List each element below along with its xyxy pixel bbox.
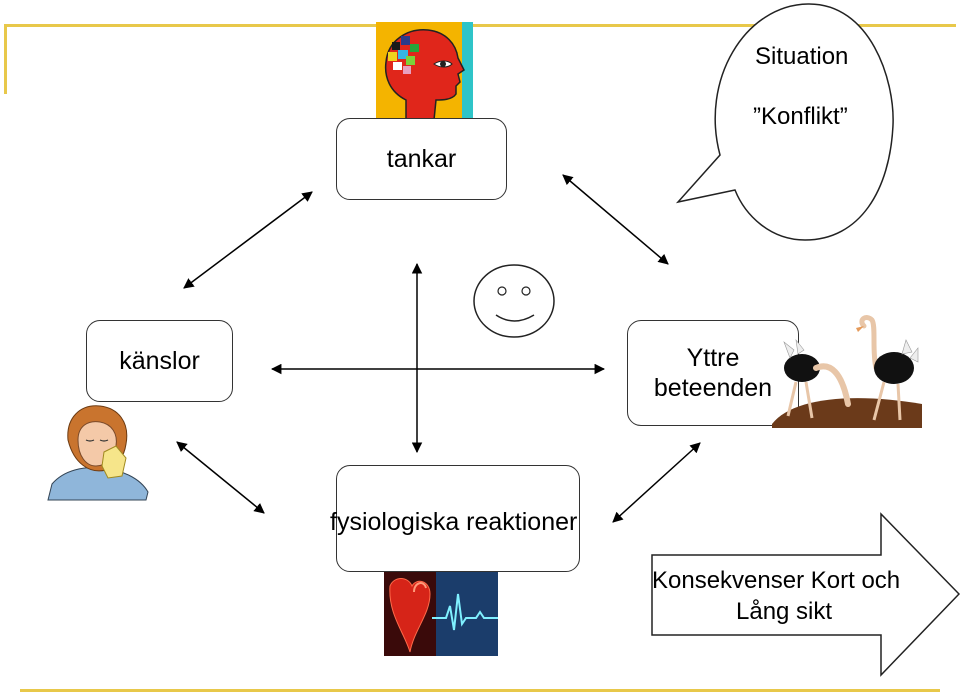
consequence-text-line2: Lång sikt	[736, 598, 833, 625]
speech-bubble-shape	[675, 3, 894, 241]
node-kanslor: känslor	[86, 320, 233, 402]
node-fysiologiska-label: fysiologiska reaktioner	[330, 508, 578, 536]
frame-top-line	[4, 24, 956, 27]
frame-bottom-line	[20, 689, 940, 692]
node-tankar: tankar	[336, 118, 507, 200]
crying-woman-icon	[47, 405, 149, 501]
bubble-situation-text: Situation	[755, 43, 849, 70]
consequence-arrow-shape	[651, 512, 960, 677]
arrow-yttre-fysiologiska	[612, 442, 701, 523]
node-yttre-label-line1: Yttre	[686, 344, 740, 372]
node-tankar-label: tankar	[386, 145, 457, 173]
node-yttre-label-line2: beteenden	[653, 374, 773, 402]
smiley-face-icon	[473, 264, 555, 338]
consequence-text-line1: Konsekvenser Kort och	[652, 567, 901, 594]
bubble-konflikt-text: ”Konflikt”	[753, 103, 848, 130]
frame-left-line	[4, 24, 7, 94]
arrow-kanslor-fysiologiska	[176, 441, 265, 514]
heart-ecg-icon	[384, 572, 498, 656]
head-puzzle-icon	[376, 22, 473, 120]
node-kanslor-label: känslor	[119, 347, 200, 375]
node-fysiologiska	[336, 465, 580, 572]
node-yttre-beteenden: Yttre beteenden	[627, 320, 799, 426]
arrow-tankar-yttre	[562, 174, 669, 265]
ostriches-icon	[772, 315, 922, 428]
arrow-tankar-kanslor	[183, 191, 313, 289]
